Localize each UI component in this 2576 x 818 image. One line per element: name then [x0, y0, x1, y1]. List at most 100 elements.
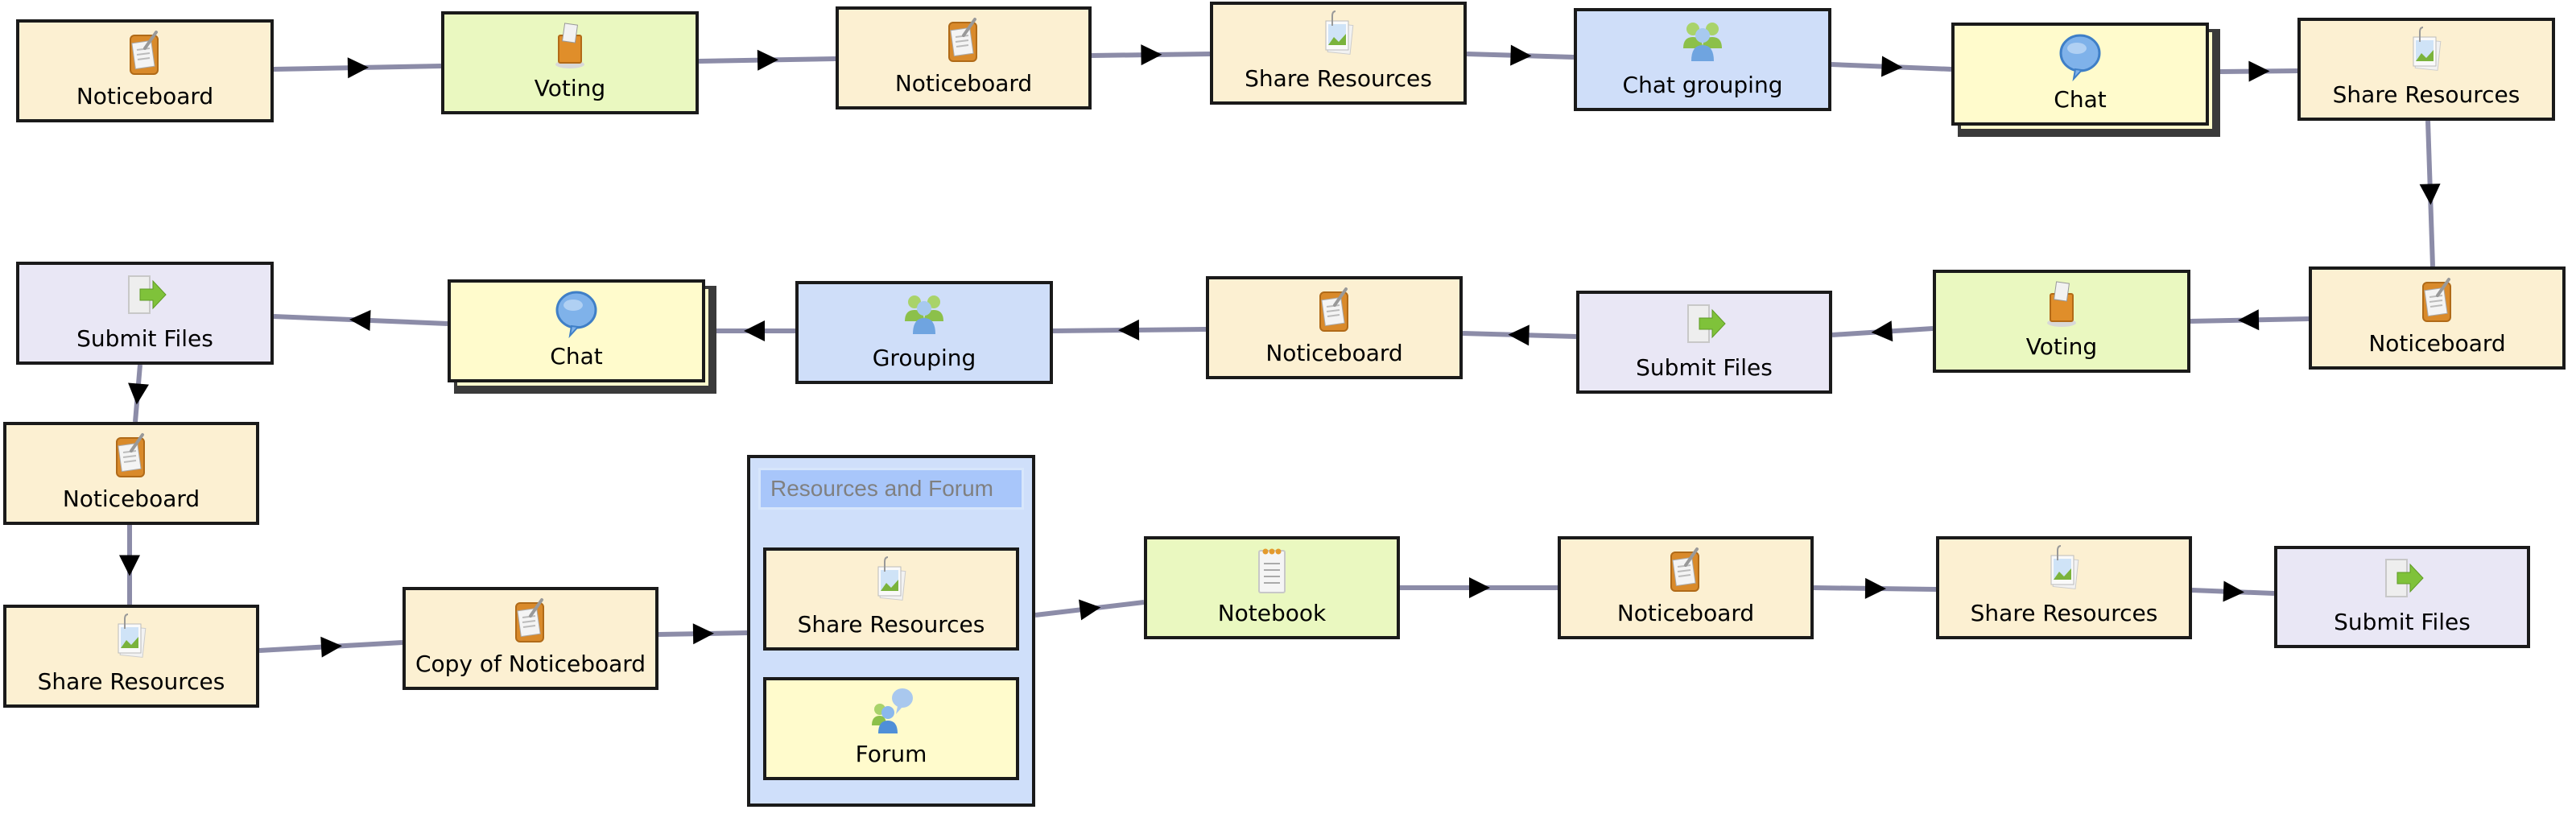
activity-grouping[interactable]: Chat grouping	[1574, 8, 1831, 111]
arrowhead-icon	[1141, 44, 1162, 66]
transition-n22-n23[interactable]	[2191, 580, 2275, 603]
activity-label: Noticeboard	[2368, 330, 2506, 357]
transition-n5-n6[interactable]	[1831, 56, 1952, 78]
transition-n9-n10[interactable]	[1831, 320, 1934, 343]
share-resources-icon	[1313, 10, 1364, 61]
activity-noticeboard[interactable]: Noticeboard	[2309, 266, 2566, 370]
activity-label: Noticeboard	[62, 485, 200, 512]
chat-bubble-icon	[2054, 31, 2106, 82]
ballot-box-icon	[2036, 278, 2087, 329]
activity-label: Grouping	[872, 345, 976, 371]
activity-label: Submit Files	[76, 325, 213, 352]
activity-label: Submit Files	[2334, 609, 2471, 635]
arrowhead-icon	[128, 382, 149, 405]
activity-voting[interactable]: Voting	[1933, 270, 2190, 373]
share-resources-icon	[105, 613, 157, 664]
arrowhead-icon	[320, 636, 342, 658]
arrowhead-icon	[2419, 184, 2441, 205]
activity-label: Share Resources	[797, 611, 985, 638]
arrowhead-icon	[119, 555, 140, 576]
activity-share[interactable]: Share Resources	[1210, 2, 1467, 105]
activity-share[interactable]: Share Resources	[3, 605, 259, 708]
submit-files-icon	[2376, 553, 2428, 605]
activity-label: Noticeboard	[894, 70, 1033, 97]
noticeboard-icon	[119, 27, 171, 79]
activity-label: Submit Files	[1636, 354, 1773, 381]
activity-label: Voting	[2025, 333, 2098, 360]
transition-n17-c1[interactable]	[658, 623, 748, 645]
noticeboard-icon	[1660, 544, 1711, 596]
noticeboard-icon	[505, 595, 556, 647]
transition-n21-n22[interactable]	[1813, 577, 1937, 599]
transition-n4-n5[interactable]	[1466, 44, 1575, 67]
transition-n6-n7[interactable]	[2219, 60, 2298, 82]
arrowhead-icon	[1864, 577, 1886, 599]
activity-submit[interactable]: Submit Files	[16, 262, 274, 365]
activity-chat[interactable]: Chat	[448, 279, 705, 382]
arrowhead-icon	[2238, 309, 2260, 331]
transition-n10-n11[interactable]	[1462, 324, 1577, 346]
noticeboard-icon	[105, 430, 157, 481]
transition-n20-n21[interactable]	[1400, 577, 1558, 598]
arrowhead-icon	[1880, 56, 1903, 77]
activity-noticeboard[interactable]: Noticeboard	[1206, 276, 1463, 379]
transition-n7-n8[interactable]	[2419, 120, 2442, 267]
forum-icon	[865, 685, 917, 737]
activity-noticeboard[interactable]: Noticeboard	[836, 6, 1092, 109]
transition-n8-n9[interactable]	[2189, 309, 2310, 331]
arrowhead-icon	[349, 310, 371, 331]
activity-noticeboard[interactable]: Noticeboard	[3, 422, 259, 525]
activity-label: Share Resources	[2332, 81, 2520, 108]
transition-n15-n16[interactable]	[119, 525, 140, 605]
arrowhead-icon	[2223, 580, 2244, 602]
transition-n3-n4[interactable]	[1091, 44, 1211, 66]
activity-label: Noticeboard	[76, 83, 214, 109]
transition-n16-n17[interactable]	[258, 635, 403, 658]
activity-chat[interactable]: Chat	[1951, 23, 2209, 126]
transition-n11-n12[interactable]	[1052, 319, 1207, 341]
activity-noticeboard[interactable]: Noticeboard	[1558, 536, 1814, 639]
transition-n1-n2[interactable]	[273, 57, 442, 79]
activity-label: Noticeboard	[1616, 600, 1755, 626]
arrowhead-icon	[692, 623, 714, 645]
transition-n2-n3[interactable]	[698, 49, 836, 71]
transition-n12-n13[interactable]	[715, 320, 795, 341]
activity-label: Share Resources	[1970, 600, 2158, 626]
share-resources-icon	[865, 556, 917, 607]
group-icon	[1677, 16, 1728, 68]
activity-label: Notebook	[1217, 600, 1327, 626]
arrowhead-icon	[1079, 599, 1101, 621]
activity-label: Chat	[550, 343, 603, 370]
activity-share[interactable]: Share Resources	[763, 547, 1019, 651]
ballot-box-icon	[544, 19, 596, 71]
chat-bubble-icon	[551, 287, 602, 339]
arrowhead-icon	[1871, 320, 1893, 342]
activity-submit[interactable]: Submit Files	[1576, 291, 1832, 394]
activity-label: Voting	[534, 75, 606, 101]
noticeboard-icon	[938, 14, 989, 66]
activity-label: Share Resources	[1245, 65, 1432, 92]
transition-n14-n15[interactable]	[126, 364, 149, 423]
arrowhead-icon	[757, 49, 778, 71]
submit-files-icon	[119, 270, 171, 321]
activity-notebook[interactable]: Notebook	[1144, 536, 1400, 639]
arrowhead-icon	[347, 57, 369, 79]
activity-voting[interactable]: Voting	[441, 11, 699, 114]
activity-label: Chat	[2054, 86, 2107, 113]
arrowhead-icon	[1510, 44, 1532, 66]
activity-share[interactable]: Share Resources	[2297, 18, 2555, 121]
share-resources-icon	[2038, 544, 2090, 596]
activity-grouping[interactable]: Grouping	[795, 281, 1053, 384]
transition-n13-n14[interactable]	[273, 309, 448, 331]
arrowhead-icon	[744, 320, 765, 341]
transition-c1-n20[interactable]	[1034, 597, 1145, 621]
activity-noticeboard[interactable]: Copy of Noticeboard	[402, 587, 658, 690]
activity-label: Share Resources	[37, 668, 225, 695]
activity-share[interactable]: Share Resources	[1936, 536, 2192, 639]
activity-forum[interactable]: Forum	[763, 677, 1019, 780]
arrowhead-icon	[2248, 60, 2270, 82]
group-icon	[898, 289, 950, 341]
activity-submit[interactable]: Submit Files	[2274, 546, 2530, 648]
activity-noticeboard[interactable]: Noticeboard	[16, 19, 274, 122]
